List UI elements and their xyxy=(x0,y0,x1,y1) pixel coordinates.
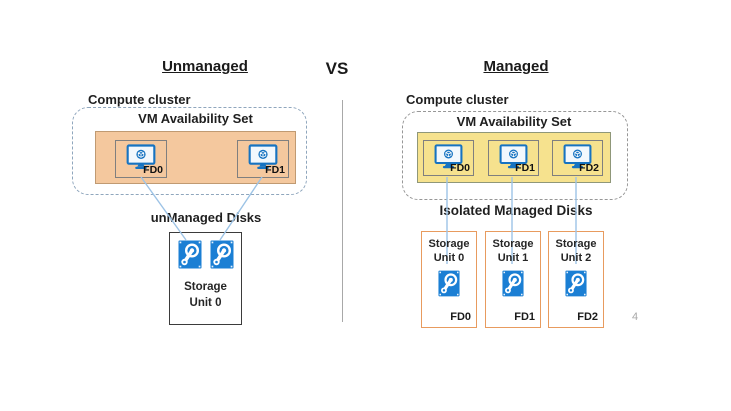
right-fd1-vm-box: FD1 xyxy=(488,140,539,176)
left-fd0-label: FD0 xyxy=(143,164,163,176)
left-compute-cluster-box xyxy=(72,107,307,195)
right-compute-cluster-label: Compute cluster xyxy=(406,92,509,107)
right-fd2-label: FD2 xyxy=(579,162,599,174)
managed-disk-icon xyxy=(502,270,524,296)
right-compute-cluster-box xyxy=(402,111,628,200)
storage-unit-fd-label: FD2 xyxy=(577,311,598,323)
vm-monitor-icon xyxy=(248,144,278,170)
right-fd1-label: FD1 xyxy=(515,162,535,174)
vm-monitor-icon xyxy=(434,144,463,169)
divider-line xyxy=(342,100,343,322)
vs-label: VS xyxy=(325,59,349,78)
isolated-managed-disks-label: Isolated Managed Disks xyxy=(439,203,593,218)
left-avset-label: VM Availability Set xyxy=(138,111,253,126)
unmanaged-disks-label: unManaged Disks xyxy=(150,210,262,225)
managed-disk-icon xyxy=(565,270,587,296)
storage-unit-fd-label: FD0 xyxy=(450,311,471,323)
left-fd0-vm-box: FD0 xyxy=(115,140,167,178)
right-avset-label: VM Availability Set xyxy=(456,114,572,129)
right-storage-unit-2: Storage Unit 2 FD2 xyxy=(548,231,604,328)
managed-disk-icon xyxy=(210,240,233,269)
left-fd1-label: FD1 xyxy=(265,164,285,176)
managed-disk-icon xyxy=(438,270,460,296)
unmanaged-title: Unmanaged xyxy=(162,58,248,75)
disk-row xyxy=(170,233,241,269)
right-fd2-vm-box: FD2 xyxy=(552,140,603,176)
storage-unit-fd-label: FD1 xyxy=(514,311,535,323)
left-storage-unit-label: Storage Unit 0 xyxy=(184,281,227,309)
vm-monitor-icon xyxy=(499,144,528,169)
storage-unit-label: Storage Unit 2 xyxy=(555,238,597,265)
left-fd1-vm-box: FD1 xyxy=(237,140,289,178)
vm-monitor-icon xyxy=(126,144,156,170)
right-storage-unit-0: Storage Unit 0 FD0 xyxy=(421,231,477,328)
right-storage-unit-1: Storage Unit 1 FD1 xyxy=(485,231,541,328)
right-fd0-vm-box: FD0 xyxy=(423,140,474,176)
vm-monitor-icon xyxy=(563,144,592,169)
managed-disk-icon xyxy=(178,240,201,269)
right-fd0-label: FD0 xyxy=(450,162,470,174)
storage-unit-label: Storage Unit 1 xyxy=(492,238,534,265)
left-storage-unit-box: Storage Unit 0 xyxy=(169,232,242,325)
left-compute-cluster-label: Compute cluster xyxy=(88,92,191,107)
managed-title: Managed xyxy=(483,58,549,75)
page-number: 4 xyxy=(632,311,639,323)
storage-unit-label: Storage Unit 0 xyxy=(428,238,470,265)
